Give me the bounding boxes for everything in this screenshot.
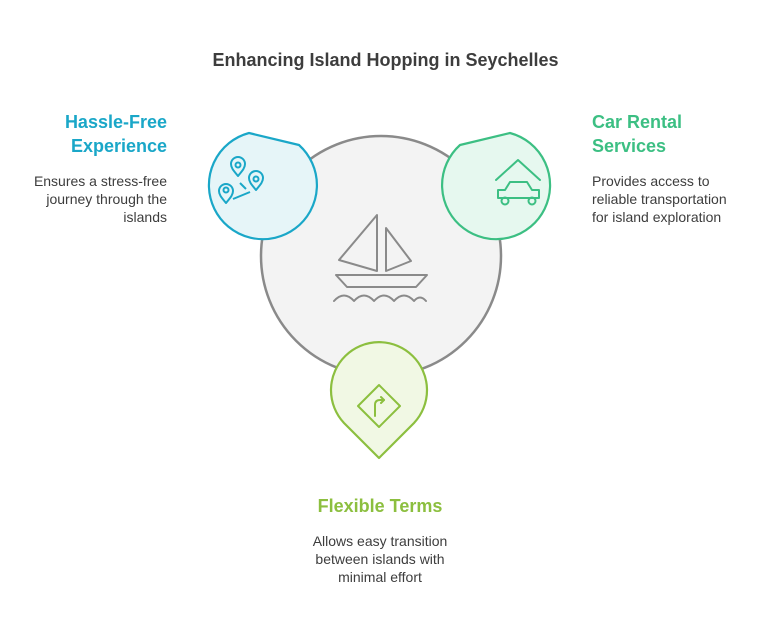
item-heading-flexible-terms: Flexible Terms <box>230 494 530 518</box>
sailboat-icon <box>333 214 428 302</box>
hassle-free-pin-shape <box>207 131 318 241</box>
item-heading-hassle-free: Hassle-Free Experience <box>20 110 167 158</box>
item-description-car-rental-text: Provides access to reliable transportati… <box>592 173 727 225</box>
page-title: Enhancing Island Hopping in Seychelles <box>212 50 559 70</box>
car-rental-pin-shape <box>441 131 552 241</box>
item-description-flexible-terms: Allows easy transition between islands w… <box>280 532 480 586</box>
item-description-car-rental: Provides access to reliable transportati… <box>592 172 762 226</box>
item-heading-flexible-terms-text: Flexible Terms <box>317 496 443 516</box>
item-heading-car-rental: Car Rental Services <box>592 110 762 158</box>
turn-sign-icon <box>357 384 401 428</box>
car-garage-icon <box>495 159 541 206</box>
item-heading-hassle-free-text: Hassle-Free Experience <box>64 112 167 156</box>
flexible-terms-pin <box>329 341 429 460</box>
item-description-flexible-terms-text: Allows easy transition between islands w… <box>312 533 448 585</box>
item-description-hassle-free-text: Ensures a stress-free journey through th… <box>33 173 167 225</box>
item-description-hassle-free: Ensures a stress-free journey through th… <box>10 172 167 226</box>
car-rental-pin <box>441 131 552 241</box>
item-heading-car-rental-text: Car Rental Services <box>592 112 683 156</box>
map-pins-icon <box>218 156 264 204</box>
hassle-free-pin <box>207 131 318 241</box>
